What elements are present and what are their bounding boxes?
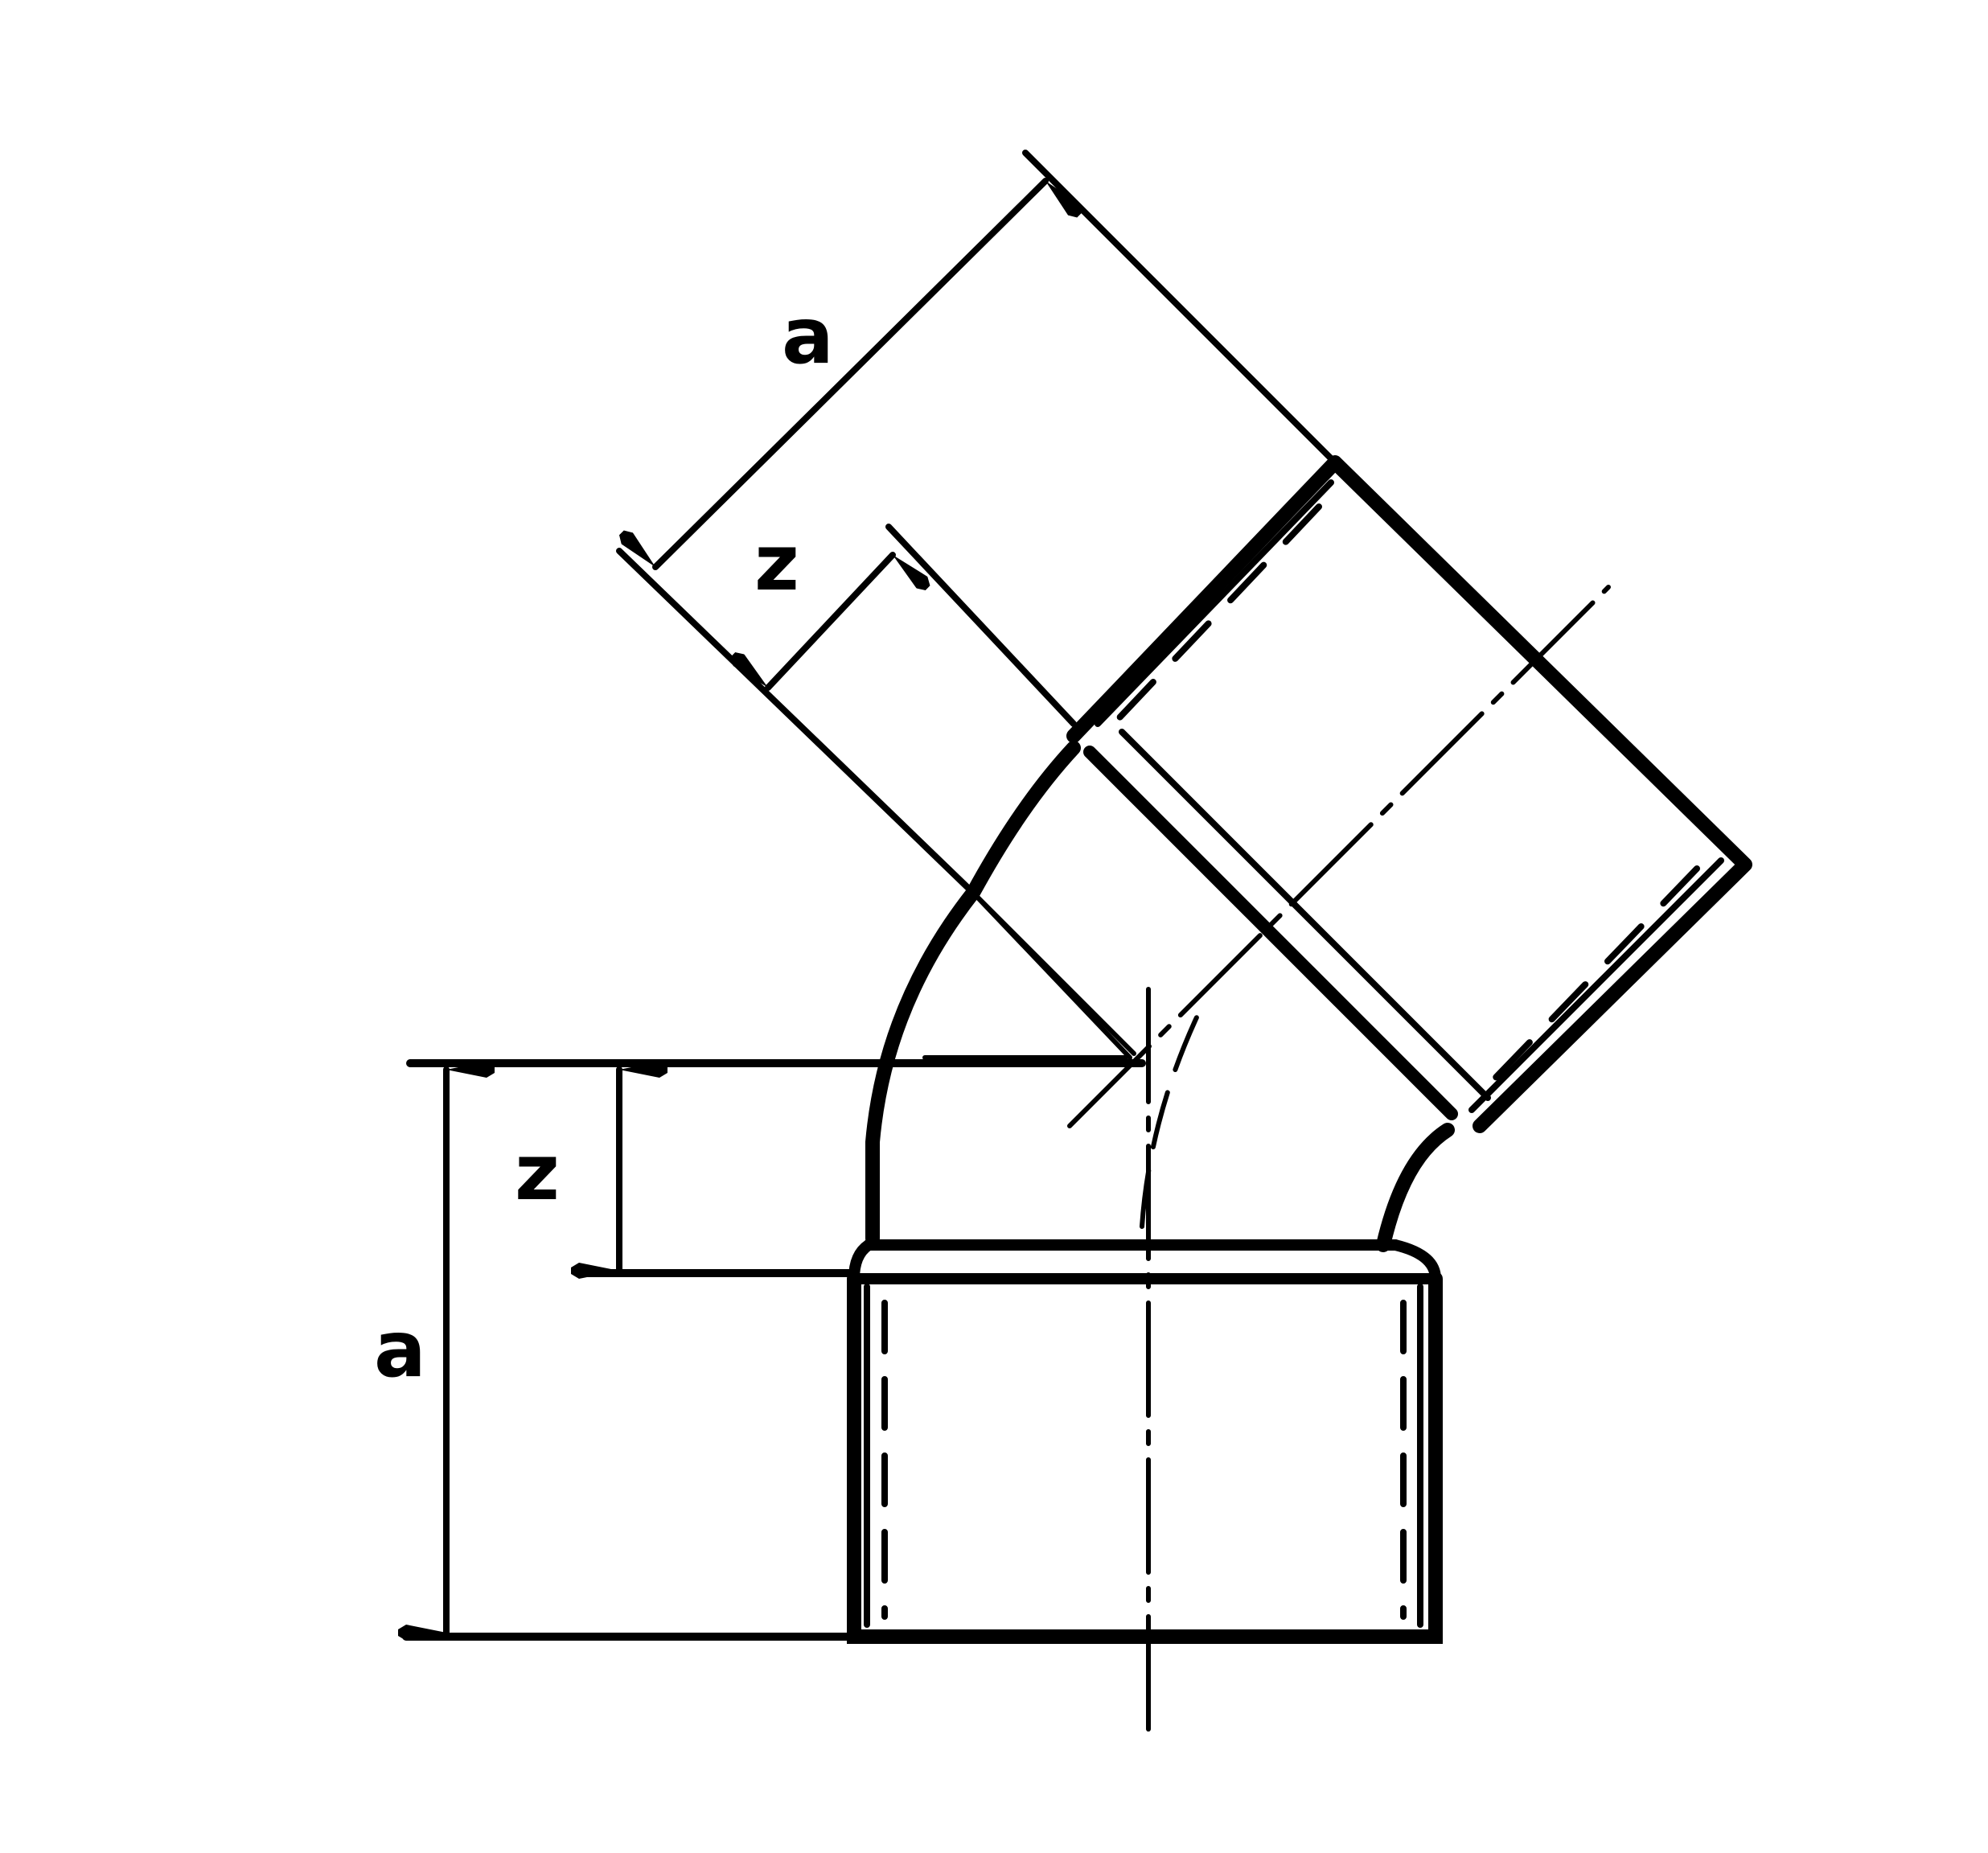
lower-socket: [847, 1239, 1443, 1644]
upper-socket: [1066, 455, 1752, 1133]
lower-dimensions: [398, 1059, 1146, 1641]
center-axes: [971, 585, 1611, 1740]
upper-dimensions: [616, 150, 1338, 896]
label-lower-z: z: [515, 1128, 560, 1218]
label-lower-a: a: [374, 1304, 426, 1395]
label-upper-z: z: [754, 518, 799, 608]
label-upper-a: a: [782, 291, 834, 381]
bend-body: [865, 741, 1455, 1252]
